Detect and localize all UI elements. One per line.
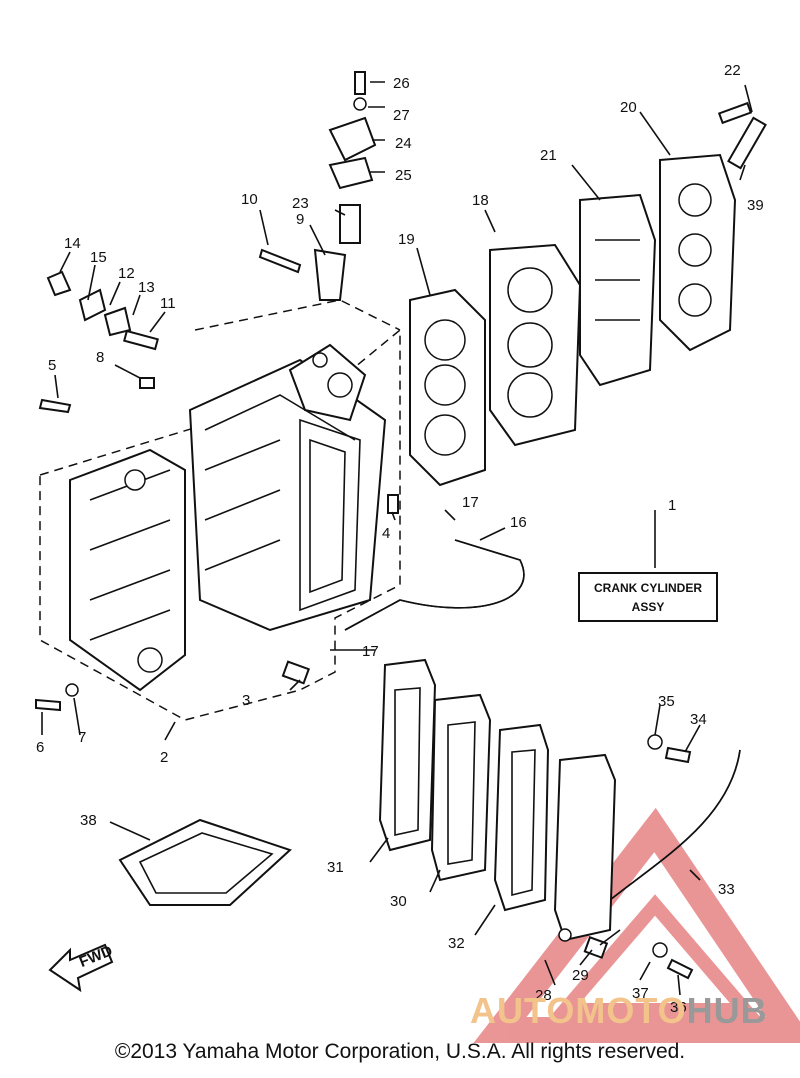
callout-1: 1 <box>668 497 676 514</box>
callout-32: 32 <box>448 935 465 952</box>
callout-29: 29 <box>572 967 589 984</box>
callout-16: 16 <box>510 514 527 531</box>
callout-33: 33 <box>718 881 735 898</box>
callout-27: 27 <box>393 107 410 124</box>
callout-30: 30 <box>390 893 407 910</box>
callout-5: 5 <box>48 357 56 374</box>
exhaust-cover-inner <box>489 243 582 447</box>
exhaust-cover-gasket <box>579 193 657 387</box>
callout-10: 10 <box>241 191 258 208</box>
callout-6: 6 <box>36 739 44 756</box>
callout-14: 14 <box>64 235 81 252</box>
callout-11: 11 <box>160 295 176 312</box>
exhaust-cover-outer <box>659 153 737 352</box>
callout-numbers: 1 2 3 4 5 6 7 8 9 10 11 12 13 14 15 16 1… <box>36 62 764 1016</box>
callout-35: 35 <box>658 693 675 710</box>
callout-22: 22 <box>724 62 741 79</box>
fwd-arrow: FWD <box>48 942 115 993</box>
callout-21: 21 <box>540 147 557 164</box>
callout-36: 36 <box>670 999 687 1016</box>
assembly-label-box: CRANK CYLINDER ASSY <box>578 572 718 622</box>
callout-23: 23 <box>292 195 309 212</box>
callout-2: 2 <box>160 749 168 766</box>
callout-17a: 17 <box>462 494 479 511</box>
callout-15: 15 <box>90 249 107 266</box>
callout-37: 37 <box>632 985 649 1002</box>
assy-boundary-crankcase <box>39 328 401 721</box>
callout-19: 19 <box>398 231 415 248</box>
callout-39: 39 <box>747 197 764 214</box>
leader-lines <box>41 81 753 996</box>
copyright-notice: ©2013 Yamaha Motor Corporation, U.S.A. A… <box>114 1040 686 1063</box>
callout-18: 18 <box>472 192 489 209</box>
callout-4: 4 <box>382 525 390 542</box>
callout-3: 3 <box>242 692 250 709</box>
callout-17b: 17 <box>362 643 379 660</box>
callout-12: 12 <box>118 265 135 282</box>
callout-24: 24 <box>395 135 412 152</box>
intake-gaskets <box>378 658 617 942</box>
crankcase-body <box>188 343 387 632</box>
watermark-secondary: HUB <box>686 990 768 1031</box>
hoses <box>344 539 741 901</box>
callout-7: 7 <box>78 729 86 746</box>
watermark-primary: AUTOMOTO <box>470 990 687 1031</box>
thermostat-cover <box>328 71 377 244</box>
callout-31: 31 <box>327 859 344 876</box>
watermark-logo: AUTOMOTOHUB <box>470 990 768 1032</box>
crankcase-half <box>69 448 186 692</box>
callout-28: 28 <box>535 987 552 1004</box>
callout-20: 20 <box>620 99 637 116</box>
callout-13: 13 <box>138 279 155 296</box>
callout-34: 34 <box>690 711 707 728</box>
callout-8: 8 <box>96 349 104 366</box>
bolts-small-parts <box>35 101 753 980</box>
bottom-gasket <box>118 818 292 906</box>
callout-38: 38 <box>80 812 97 829</box>
callout-26: 26 <box>393 75 410 92</box>
callout-25: 25 <box>395 167 412 184</box>
exhaust-gasket <box>409 288 486 487</box>
assembly-label-line2: ASSY <box>631 600 665 614</box>
assembly-label-line1: CRANK CYLINDER <box>594 581 702 595</box>
callout-9: 9 <box>296 211 304 228</box>
assy-boundary-upper <box>194 299 401 331</box>
anode-rod <box>727 116 767 170</box>
